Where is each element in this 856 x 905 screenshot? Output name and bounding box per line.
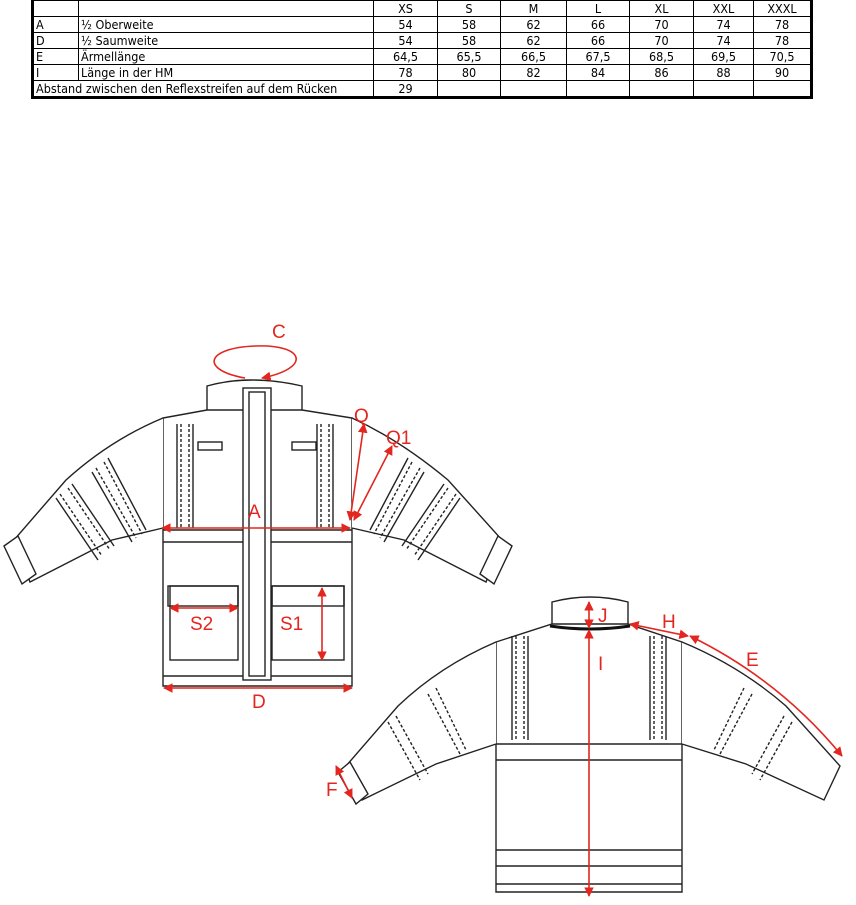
size-header: XS (373, 0, 438, 17)
label-s2: S2 (190, 614, 213, 635)
label-h: H (662, 612, 676, 633)
cell-value: 66,5 (500, 48, 567, 65)
table-row: I Länge in der HM 78 80 82 84 86 88 90 (32, 64, 812, 81)
label-i: I (598, 654, 603, 675)
label-e: E (746, 650, 759, 671)
jacket-front-drawing (3, 379, 513, 687)
cell-value: 29 (373, 80, 438, 98)
label-a: A (248, 502, 261, 523)
label-c: C (272, 322, 286, 343)
label-q: Q (354, 406, 369, 427)
cell-value: 54 (373, 32, 438, 49)
label-q1: Q1 (386, 428, 411, 449)
cell-value: 84 (566, 64, 630, 81)
label-d: D (252, 692, 266, 713)
measurement-labels: C Q Q1 A S2 S1 D J H E I F (190, 322, 759, 801)
table-row: E Ärmellänge 64,5 65,5 66,5 67,5 68,5 69… (32, 48, 812, 65)
label-s1: S1 (280, 614, 303, 635)
row-label: Abstand zwischen den Reflexstreifen auf … (32, 80, 374, 98)
table-row: A ½ Oberweite 54 58 62 66 70 74 78 (32, 16, 812, 33)
label-j: J (598, 606, 608, 627)
size-table: XS S M L XL XXL XXXL A ½ Oberweite 54 58… (31, 0, 813, 99)
label-f: F (326, 780, 338, 801)
row-label: ½ Saumweite (78, 32, 374, 49)
cell-value: 64,5 (373, 48, 438, 65)
cell-value: 66 (566, 32, 630, 49)
cell-value: 80 (437, 64, 501, 81)
measurement-lines (161, 345, 843, 897)
table-row-reflex: Abstand zwischen den Reflexstreifen auf … (32, 80, 812, 98)
cell-value: 90 (753, 64, 812, 81)
